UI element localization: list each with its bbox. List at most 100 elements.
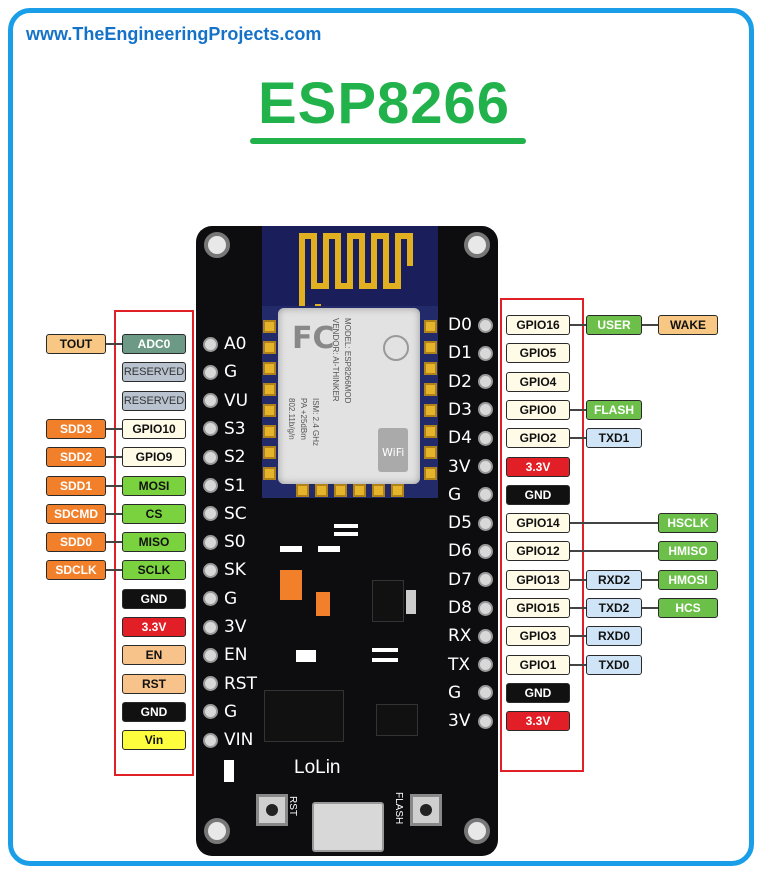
connector-line xyxy=(570,437,586,440)
shield-model-text: MODEL: ESP8266MOD xyxy=(343,318,352,404)
pin-label: S1 xyxy=(224,475,246,496)
smd-part xyxy=(372,658,398,662)
left-function-tag: RESERVED xyxy=(122,362,186,383)
brand-label: LoLin xyxy=(294,757,341,778)
right-gpio-tag: GPIO3 xyxy=(506,626,570,647)
right-gpio-tag: GPIO12 xyxy=(506,541,570,562)
pin-hole xyxy=(203,478,218,493)
right-alt-tag: HCS xyxy=(658,598,718,618)
antenna-trace-icon xyxy=(299,233,413,310)
connector-line xyxy=(106,343,122,345)
pin-hole xyxy=(478,345,493,361)
pin-hole xyxy=(478,459,493,474)
pin-label: 3V xyxy=(448,456,471,477)
right-gpio-tag: GPIO14 xyxy=(506,513,570,534)
pin-label: D6 xyxy=(448,541,472,562)
left-function-tag: SCLK xyxy=(122,560,186,581)
pin-label: D2 xyxy=(448,371,472,392)
pin-label: D0 xyxy=(448,315,472,335)
left-function-tag: 3.3V xyxy=(122,617,186,637)
right-alt-tag: HSCLK xyxy=(658,513,718,534)
outer-frame xyxy=(8,8,754,866)
flash-button[interactable] xyxy=(410,794,442,826)
pin-left-5: S1 xyxy=(203,475,246,497)
pin-right-2: D2 xyxy=(448,371,493,393)
orange-capacitor xyxy=(280,570,302,600)
title-underline xyxy=(250,138,526,144)
site-url: www.TheEngineeringProjects.com xyxy=(26,24,322,44)
connector-line xyxy=(570,635,586,638)
right-function-tag: TXD2 xyxy=(586,598,642,618)
pin-right-0: D0 xyxy=(448,314,493,336)
pin-hole xyxy=(203,393,218,409)
connector-line xyxy=(106,541,122,544)
pin-label: S0 xyxy=(224,532,246,553)
pin-hole xyxy=(478,713,493,729)
mount-hole-top-right xyxy=(464,232,490,258)
right-alt-tag: HMISO xyxy=(658,541,718,562)
right-gpio-tag: GND xyxy=(506,682,570,703)
left-function-tag: GPIO9 xyxy=(122,447,186,468)
connector-line xyxy=(106,512,122,515)
flash-label: FLASH xyxy=(393,792,404,825)
left-function-tag: Vin xyxy=(122,730,186,751)
pin-label: SC xyxy=(224,503,247,524)
pin-label: 3V xyxy=(224,617,247,637)
pin-label: A0 xyxy=(224,334,247,354)
pin-hole xyxy=(203,704,218,720)
pin-hole xyxy=(478,543,493,559)
pin-left-6: SC xyxy=(203,503,247,525)
regulator-chip xyxy=(372,580,404,622)
smd-part xyxy=(224,760,234,782)
left-function-tag: GPIO10 xyxy=(122,418,186,439)
module-pad xyxy=(263,425,276,438)
connector-line xyxy=(106,427,122,430)
rst-button[interactable] xyxy=(256,794,288,826)
module-pad xyxy=(315,484,328,497)
pin-left-13: G xyxy=(203,701,237,723)
pin-label: D8 xyxy=(448,598,472,618)
connector-line xyxy=(106,456,122,459)
right-gpio-tag: GPIO15 xyxy=(506,598,570,618)
pin-hole xyxy=(203,591,218,607)
pin-right-9: D7 xyxy=(448,569,493,591)
right-gpio-tag: GPIO16 xyxy=(506,315,570,335)
pin-label: D3 xyxy=(448,399,472,420)
module-pad xyxy=(263,383,276,396)
pin-hole xyxy=(478,430,493,446)
right-gpio-tag: GPIO0 xyxy=(506,399,570,420)
pin-label: S2 xyxy=(224,447,246,468)
smd-part xyxy=(318,546,340,552)
right-pin-box xyxy=(500,298,584,772)
left-alt-tag: SDD1 xyxy=(46,475,106,496)
pin-hole xyxy=(203,534,218,550)
pin-right-14: 3V xyxy=(448,710,493,732)
left-alt-tag: SDD2 xyxy=(46,447,106,468)
module-pad xyxy=(263,404,276,417)
shield-vendor-text: VENDOR: AI-THINKER xyxy=(331,318,340,402)
connector-line xyxy=(570,663,586,666)
module-pad xyxy=(424,383,437,396)
right-gpio-tag: GPIO1 xyxy=(506,654,570,675)
pin-left-12: RST xyxy=(203,673,257,695)
pin-hole xyxy=(478,572,493,588)
module-pad xyxy=(263,341,276,354)
connector-line xyxy=(570,522,658,525)
right-alt-tag: WAKE xyxy=(658,315,718,335)
pin-right-11: RX xyxy=(448,625,493,647)
pin-right-7: D5 xyxy=(448,512,493,534)
usb-serial-chip xyxy=(264,690,344,742)
pin-left-7: S0 xyxy=(203,531,246,553)
pin-label: D1 xyxy=(448,343,472,364)
pin-hole xyxy=(203,676,218,692)
pin-label: 3V xyxy=(448,711,471,732)
pin-label: G xyxy=(224,588,238,609)
pin-hole xyxy=(478,374,493,390)
right-function-tag: USER xyxy=(586,315,642,335)
pin-left-9: G xyxy=(203,588,237,610)
pin-label: S3 xyxy=(224,418,246,439)
pin-hole xyxy=(478,317,493,333)
antenna-area xyxy=(262,226,438,310)
micro-usb-port[interactable] xyxy=(312,802,384,852)
right-gpio-tag: GPIO4 xyxy=(506,371,570,392)
